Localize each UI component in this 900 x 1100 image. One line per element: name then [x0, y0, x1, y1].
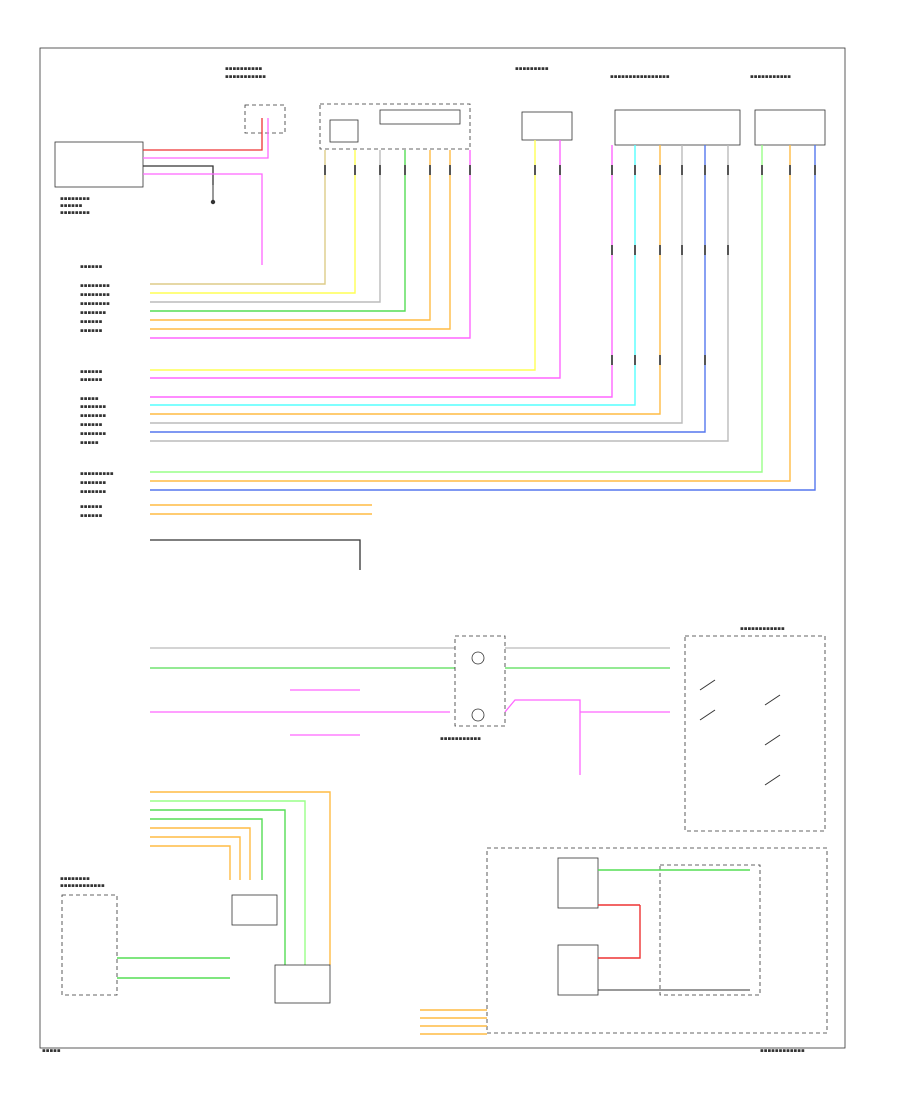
- svg-text:▪▪▪▪▪▪▪: ▪▪▪▪▪▪▪: [80, 310, 106, 316]
- top-junction-block: ▪▪▪▪▪▪▪▪▪▪ ▪▪▪▪▪▪▪▪▪▪▪: [225, 66, 286, 134]
- top-left-module: ▪▪▪▪▪▪▪▪ ▪▪▪▪▪▪ ▪▪▪▪▪▪▪▪: [54, 141, 144, 216]
- wire-harness-left: [150, 140, 816, 515]
- lower-center-connector: [231, 894, 278, 926]
- top-center-right-sensor: ▪▪▪▪▪▪▪▪▪: [515, 66, 573, 141]
- wire-group-middle: [150, 539, 670, 775]
- svg-text:▪▪▪▪▪▪▪▪: ▪▪▪▪▪▪▪▪: [80, 292, 110, 298]
- svg-text:▪▪▪▪▪▪: ▪▪▪▪▪▪: [80, 328, 103, 334]
- svg-text:▪▪▪▪▪▪▪: ▪▪▪▪▪▪▪: [80, 489, 106, 495]
- svg-text:▪▪▪▪▪▪▪▪: ▪▪▪▪▪▪▪▪: [80, 301, 110, 307]
- svg-text:▪▪▪▪▪▪▪▪: ▪▪▪▪▪▪▪▪: [80, 283, 110, 289]
- top-far-right-sensor: ▪▪▪▪▪▪▪▪▪▪▪: [750, 74, 826, 146]
- range-switch-module: ▪▪▪▪▪▪▪▪▪▪▪▪: [684, 626, 826, 832]
- svg-text:▪▪▪▪▪: ▪▪▪▪▪: [80, 440, 99, 446]
- left-connector-labels: ▪▪▪▪▪▪ ▪▪▪▪▪▪▪▪ ▪▪▪▪▪▪▪▪ ▪▪▪▪▪▪▪▪ ▪▪▪▪▪▪…: [80, 264, 114, 519]
- svg-text:▪▪▪▪▪▪▪▪▪: ▪▪▪▪▪▪▪▪▪: [515, 66, 549, 72]
- svg-text:▪▪▪▪▪▪▪▪▪▪▪▪: ▪▪▪▪▪▪▪▪▪▪▪▪: [60, 883, 105, 889]
- svg-text:▪▪▪▪▪▪▪▪▪▪▪: ▪▪▪▪▪▪▪▪▪▪▪: [440, 736, 481, 742]
- wire-group-top-left: [143, 118, 269, 265]
- transmission-area: [486, 847, 828, 1034]
- switch-icon: [699, 679, 781, 786]
- svg-text:▪▪▪▪▪▪: ▪▪▪▪▪▪: [80, 504, 103, 510]
- svg-text:▪▪▪▪▪▪▪: ▪▪▪▪▪▪▪: [80, 431, 106, 437]
- svg-text:▪▪▪▪▪: ▪▪▪▪▪: [80, 396, 99, 402]
- vertical-connector-markers: [324, 165, 816, 365]
- lower-center-harness: [420, 1009, 487, 1035]
- top-right-module: ▪▪▪▪▪▪▪▪▪▪▪▪▪▪▪▪: [610, 74, 741, 146]
- lower-left-module: ▪▪▪▪▪▪▪▪ ▪▪▪▪▪▪▪▪▪▪▪▪: [60, 876, 230, 996]
- svg-text:▪▪▪▪▪▪: ▪▪▪▪▪▪: [80, 319, 103, 325]
- svg-text:▪▪▪▪▪▪: ▪▪▪▪▪▪: [80, 513, 103, 519]
- svg-text:▪▪▪▪▪▪▪▪▪: ▪▪▪▪▪▪▪▪▪: [80, 471, 114, 477]
- svg-text:▪▪▪▪▪▪▪▪▪▪▪▪▪▪▪▪: ▪▪▪▪▪▪▪▪▪▪▪▪▪▪▪▪: [610, 74, 670, 80]
- solenoid-component: ▪▪▪▪▪▪▪▪▪▪▪: [440, 635, 506, 742]
- svg-text:▪▪▪▪▪▪▪▪: ▪▪▪▪▪▪▪▪: [60, 876, 90, 882]
- svg-text:▪▪▪▪▪▪▪: ▪▪▪▪▪▪▪: [80, 404, 106, 410]
- top-center-control-module: [319, 103, 471, 150]
- svg-text:▪▪▪▪▪: ▪▪▪▪▪: [42, 1048, 61, 1054]
- svg-text:▪▪▪▪▪▪: ▪▪▪▪▪▪: [80, 369, 103, 375]
- svg-text:▪▪▪▪▪▪▪: ▪▪▪▪▪▪▪: [80, 480, 106, 486]
- svg-text:▪▪▪▪▪▪▪: ▪▪▪▪▪▪▪: [80, 413, 106, 419]
- svg-text:▪▪▪▪▪▪▪▪: ▪▪▪▪▪▪▪▪: [60, 210, 90, 216]
- svg-text:▪▪▪▪▪▪▪▪▪▪▪: ▪▪▪▪▪▪▪▪▪▪▪: [750, 74, 791, 80]
- svg-text:▪▪▪▪▪▪: ▪▪▪▪▪▪: [80, 264, 103, 270]
- svg-text:▪▪▪▪▪▪: ▪▪▪▪▪▪: [80, 377, 103, 383]
- ground-icon: [210, 185, 216, 205]
- svg-text:▪▪▪▪▪▪: ▪▪▪▪▪▪: [80, 422, 103, 428]
- svg-text:▪▪▪▪▪▪▪▪: ▪▪▪▪▪▪▪▪: [60, 196, 90, 202]
- svg-text:▪▪▪▪▪▪▪▪▪▪▪: ▪▪▪▪▪▪▪▪▪▪▪: [225, 74, 266, 80]
- diagram-frame: [39, 47, 846, 1049]
- svg-text:▪▪▪▪▪▪: ▪▪▪▪▪▪: [60, 203, 83, 209]
- svg-text:▪▪▪▪▪▪▪▪▪▪: ▪▪▪▪▪▪▪▪▪▪: [225, 66, 263, 72]
- svg-text:▪▪▪▪▪▪▪▪▪▪▪▪: ▪▪▪▪▪▪▪▪▪▪▪▪: [760, 1048, 805, 1054]
- lower-center-sensor: [274, 964, 331, 1004]
- svg-text:▪▪▪▪▪▪▪▪▪▪▪▪: ▪▪▪▪▪▪▪▪▪▪▪▪: [740, 626, 785, 632]
- wire-harness-lower-left: [150, 791, 331, 965]
- footer: ▪▪▪▪▪ ▪▪▪▪▪▪▪▪▪▪▪▪: [42, 1048, 805, 1054]
